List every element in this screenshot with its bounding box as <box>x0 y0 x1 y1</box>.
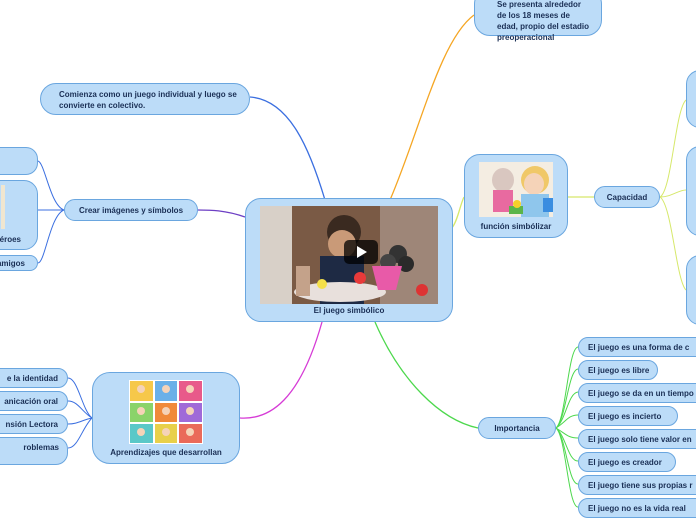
connector-top-right <box>389 14 475 201</box>
connector-crear-1 <box>37 160 65 211</box>
connector-aprendizajes <box>239 321 323 419</box>
child-playing-image <box>479 162 553 217</box>
importancia-item[interactable]: El juego es una forma de c <box>578 337 696 357</box>
capacidad-child-2[interactable] <box>686 146 696 236</box>
crear-imagenes-node[interactable]: Crear imágenes y símbolos <box>64 199 198 221</box>
heroes-image <box>1 185 5 229</box>
central-topic-label: El juego simbólico <box>313 306 385 315</box>
connector-crear-3 <box>37 209 65 264</box>
central-topic[interactable]: El juego simbólico <box>245 198 453 322</box>
connector-cap-1 <box>659 99 687 198</box>
video-thumbnail[interactable] <box>260 206 438 304</box>
crear-child-3[interactable]: amigos <box>0 255 38 271</box>
funcion-simbolizar-node[interactable]: función simbólizar <box>464 154 568 238</box>
importancia-item[interactable]: El juego tiene sus propias r <box>578 475 696 495</box>
aprendizajes-node[interactable]: Aprendizajes que desarrollan <box>92 372 240 464</box>
funcion-simbolizar-label: función simbólizar <box>480 222 552 231</box>
connector-importancia <box>374 321 479 429</box>
connector-top-left <box>249 96 326 201</box>
aprendizajes-item[interactable]: nsión Lectora <box>0 414 68 434</box>
importancia-item[interactable]: El juego solo tiene valor en <box>578 429 696 449</box>
aprendizajes-item[interactable]: e la identidad <box>0 368 68 388</box>
aprendizajes-label: Aprendizajes que desarrollan <box>110 448 222 457</box>
note-top-left[interactable]: Comienza como un juego individual y lueg… <box>40 83 250 115</box>
connector-funcion <box>451 196 465 229</box>
aprendizajes-item[interactable]: roblemas <box>0 437 68 465</box>
connector-cap-3 <box>659 196 687 291</box>
importancia-item[interactable]: El juego no es la vida real <box>578 498 696 518</box>
importancia-item[interactable]: El juego se da en un tiempo <box>578 383 696 403</box>
connector-cap-2 <box>659 189 687 198</box>
capacidad-node[interactable]: Capacidad <box>594 186 660 208</box>
importancia-item[interactable]: El juego es creador <box>578 452 676 472</box>
importancia-item[interactable]: El juego es libre <box>578 360 658 380</box>
crear-child-2[interactable]: éroes <box>0 180 38 250</box>
connector-crear <box>197 209 246 218</box>
note-top-right[interactable]: Se presenta alrededor de los 18 meses de… <box>474 0 602 42</box>
importancia-node[interactable]: Importancia <box>478 417 556 439</box>
capacidad-child-1[interactable] <box>686 70 696 128</box>
aprendizajes-item[interactable]: anicación oral <box>0 391 68 411</box>
capacidad-child-3[interactable] <box>686 255 696 325</box>
importancia-item[interactable]: El juego es incierto <box>578 406 678 426</box>
activity-collage-image <box>129 380 203 444</box>
crear-child-1[interactable] <box>0 147 38 175</box>
play-icon[interactable] <box>344 240 378 264</box>
